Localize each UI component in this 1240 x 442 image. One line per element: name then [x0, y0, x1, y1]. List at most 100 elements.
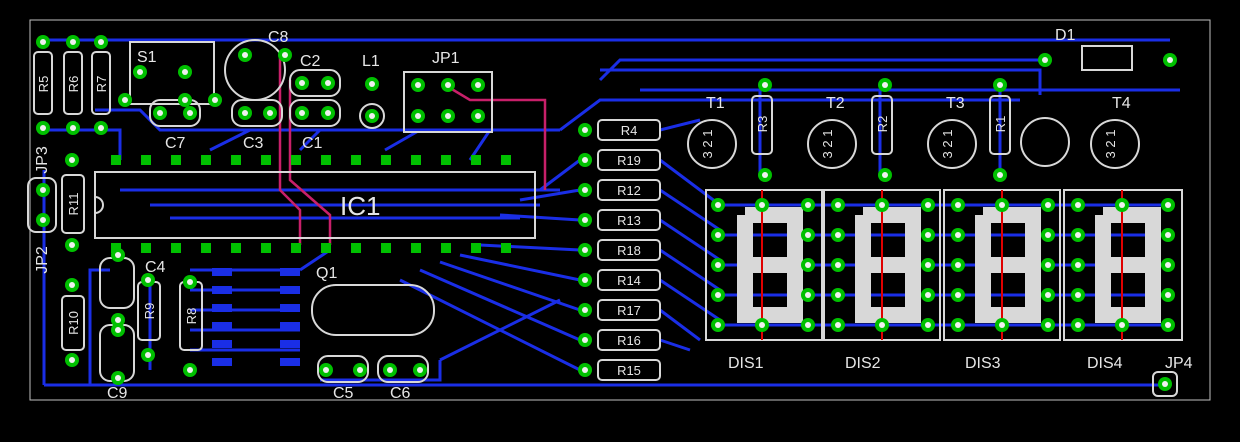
- pad-hole-15: [299, 80, 305, 86]
- pad-hole-40: [145, 352, 151, 358]
- pad-hole-10: [137, 69, 143, 75]
- c1-label: C1: [302, 135, 323, 152]
- pad-hole-6: [122, 97, 128, 103]
- pad-hole-20: [282, 52, 288, 58]
- pad-hole-11: [157, 110, 163, 116]
- pad-hole-14: [267, 110, 273, 116]
- pad-hole-35: [115, 252, 121, 258]
- r6-label: R6: [66, 76, 81, 93]
- c8-label: C8: [268, 29, 289, 46]
- pad-hole-42: [187, 367, 193, 373]
- pad-hole-66: [715, 262, 721, 268]
- pad-hole-29: [69, 157, 75, 163]
- pad-hole-63: [1167, 57, 1173, 63]
- pad-hole-73: [805, 262, 811, 268]
- l1-label: L1: [362, 53, 380, 70]
- r19-label: R19: [617, 153, 641, 168]
- pad-hole-44: [357, 367, 363, 373]
- r18-label: R18: [617, 243, 641, 258]
- pad-hole-96: [1045, 232, 1051, 238]
- pad-hole-69: [759, 202, 765, 208]
- r8-label: R8: [184, 308, 199, 325]
- pad-hole-92: [955, 322, 961, 328]
- dis2-label: DIS2: [845, 355, 881, 372]
- pad-hole-102: [1075, 262, 1081, 268]
- pad-hole-74: [805, 292, 811, 298]
- pad-hole-87: [925, 322, 931, 328]
- r2-label: R2: [875, 116, 890, 133]
- r12-label: R12: [617, 183, 641, 198]
- t1-label: T1: [706, 95, 725, 112]
- r13-label: R13: [617, 213, 641, 228]
- pad-hole-38: [115, 375, 121, 381]
- d1-label: D1: [1055, 27, 1076, 44]
- pad-hole-31: [69, 282, 75, 288]
- pad-hole-100: [1075, 202, 1081, 208]
- r9-label: R9: [142, 303, 157, 320]
- pad-hole-23: [415, 82, 421, 88]
- c9-label: C9: [107, 385, 128, 402]
- jp2-jp3-outline: [27, 177, 57, 233]
- pad-hole-84: [925, 232, 931, 238]
- pad-hole-94: [999, 322, 1005, 328]
- pad-hole-62: [1042, 57, 1048, 63]
- l1-outline: [359, 103, 385, 129]
- s1-outline: [129, 41, 215, 105]
- pad-hole-67: [715, 292, 721, 298]
- segment-red-lines: [761, 190, 1123, 340]
- pad-hole-8: [182, 69, 188, 75]
- pad-hole-49: [582, 187, 588, 193]
- c3-label: C3: [243, 135, 264, 152]
- c6-label: C6: [390, 385, 411, 402]
- r5-label: R5: [36, 76, 51, 93]
- pad-hole-89: [955, 232, 961, 238]
- pad-hole-24: [415, 113, 421, 119]
- pad-hole-28: [475, 113, 481, 119]
- resistors-left: [33, 51, 111, 115]
- pad-hole-80: [835, 322, 841, 328]
- t1-pins: 3 2 1: [700, 130, 715, 159]
- s1-label: S1: [137, 49, 157, 66]
- resistors-transistor: [751, 95, 1011, 155]
- t4-pins: 3 2 1: [1103, 130, 1118, 159]
- pad-hole-65: [715, 232, 721, 238]
- c2-label: C2: [300, 53, 321, 70]
- t4-label: T4: [1112, 95, 1131, 112]
- r16-label: R16: [617, 333, 641, 348]
- pad-hole-7: [212, 97, 218, 103]
- pad-hole-110: [1165, 292, 1171, 298]
- pad-hole-16: [325, 80, 331, 86]
- pad-hole-2: [98, 39, 104, 45]
- pad-hole-86: [925, 292, 931, 298]
- pad-hole-57: [762, 172, 768, 178]
- r15-label: R15: [617, 363, 641, 378]
- ic1-label: IC1: [340, 191, 380, 221]
- pad-hole-4: [70, 125, 76, 131]
- pad-hole-33: [40, 187, 46, 193]
- pad-hole-56: [762, 82, 768, 88]
- pad-hole-81: [879, 202, 885, 208]
- pad-hole-45: [387, 367, 393, 373]
- t2-label: T2: [826, 95, 845, 112]
- c4-label: C4: [145, 259, 166, 276]
- pad-hole-107: [1165, 202, 1171, 208]
- dis4-label: DIS4: [1087, 355, 1123, 372]
- pad-hole-1: [70, 39, 76, 45]
- pad-hole-36: [115, 317, 121, 323]
- pad-hole-104: [1075, 322, 1081, 328]
- pad-hole-61: [997, 172, 1003, 178]
- pad-hole-55: [582, 367, 588, 373]
- electrolytic-cap-outline: [1020, 117, 1070, 167]
- pad-hole-22: [369, 113, 375, 119]
- pad-hole-78: [835, 262, 841, 268]
- pad-hole-97: [1045, 262, 1051, 268]
- pad-hole-25: [445, 82, 451, 88]
- r1-label: R1: [993, 116, 1008, 133]
- pad-hole-0: [40, 39, 46, 45]
- r4-label: R4: [621, 123, 638, 138]
- pad-hole-32: [69, 357, 75, 363]
- pad-hole-60: [997, 82, 1003, 88]
- pad-hole-85: [925, 262, 931, 268]
- pad-hole-48: [582, 157, 588, 163]
